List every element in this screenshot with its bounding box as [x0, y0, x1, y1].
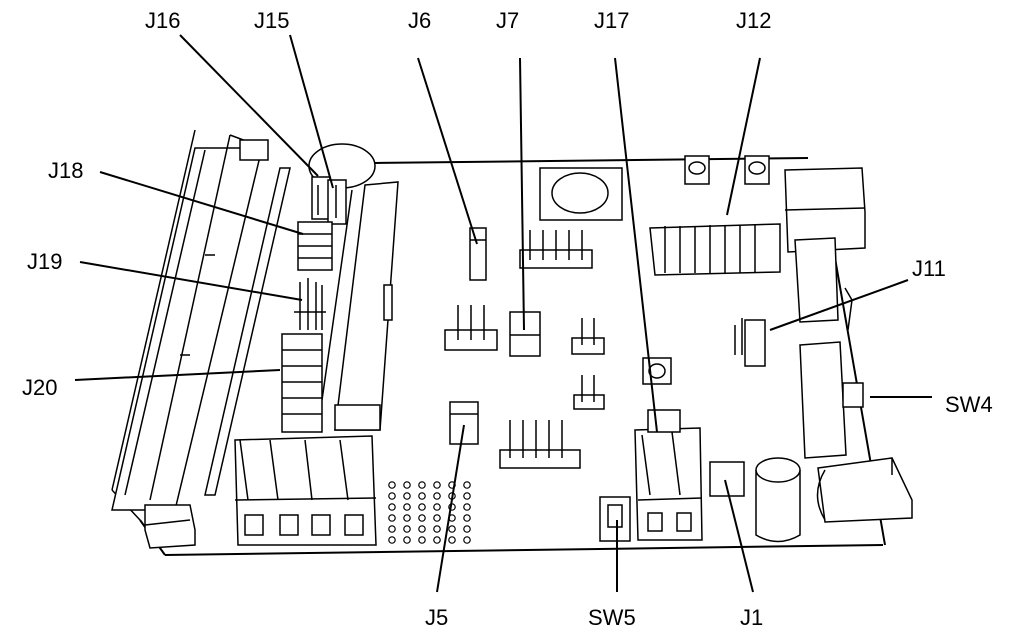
- header-2pin-a: [571, 318, 605, 355]
- matrix-hole: [418, 481, 426, 489]
- matrix-hole: [388, 481, 396, 489]
- matrix-hole: [463, 481, 471, 489]
- edge-connector-left: [111, 134, 291, 549]
- j7-box: [509, 311, 541, 357]
- square-button-component: [539, 167, 623, 221]
- header-5pin-bottom: [499, 420, 581, 469]
- matrix-hole: [433, 492, 441, 500]
- matrix-hole: [403, 492, 411, 500]
- matrix-hole: [388, 503, 396, 511]
- matrix-hole: [463, 536, 471, 544]
- matrix-hole: [463, 525, 471, 533]
- label-sw5: SW5: [588, 605, 636, 630]
- label-j6: J6: [408, 8, 431, 33]
- label-j7: J7: [496, 8, 519, 33]
- matrix-hole: [403, 481, 411, 489]
- label-j19: J19: [27, 249, 62, 274]
- header-3pin-left: [444, 305, 498, 351]
- bottom-left-connector: [234, 435, 377, 546]
- matrix-hole: [418, 492, 426, 500]
- j6-header: [469, 227, 487, 281]
- label-j1: J1: [740, 605, 763, 630]
- matrix-hole: [418, 536, 426, 544]
- j18-block: [297, 221, 333, 271]
- matrix-hole: [448, 525, 456, 533]
- right-column-components: [794, 237, 864, 459]
- matrix-hole: [463, 503, 471, 511]
- label-j15: J15: [254, 8, 289, 33]
- labels: J16 J15 J6 J7 J17 J12 J18 J19 J11 J20 SW…: [22, 8, 993, 630]
- matrix-hole: [403, 514, 411, 522]
- header-2pin-b: [573, 375, 605, 410]
- dc-jack: [816, 457, 913, 523]
- matrix-hole: [433, 525, 441, 533]
- matrix-hole: [463, 492, 471, 500]
- matrix-hole: [388, 525, 396, 533]
- matrix-hole: [403, 503, 411, 511]
- leader-lines: [74, 34, 932, 593]
- j20-block: [281, 333, 323, 433]
- j19-pins: [294, 278, 326, 330]
- matrix-hole: [403, 525, 411, 533]
- label-sw4: SW4: [945, 392, 993, 417]
- capacitor: [755, 457, 801, 543]
- matrix-hole: [418, 503, 426, 511]
- edge-connector-middle: [321, 181, 399, 431]
- matrix-hole: [403, 536, 411, 544]
- matrix-hole: [463, 514, 471, 522]
- label-j17: J17: [594, 8, 629, 33]
- matrix-hole: [433, 536, 441, 544]
- j11-header: [734, 318, 766, 367]
- label-j12: J12: [736, 8, 771, 33]
- matrix-hole: [448, 536, 456, 544]
- dot-matrix: [388, 481, 471, 544]
- j15-j16-header: [311, 176, 347, 225]
- j12-block: [649, 155, 781, 276]
- matrix-hole: [388, 536, 396, 544]
- matrix-hole: [433, 503, 441, 511]
- label-j11: J11: [912, 256, 946, 281]
- j17-connector: [634, 409, 703, 541]
- label-j16: J16: [145, 8, 180, 33]
- usb-connector: [784, 167, 866, 253]
- matrix-hole: [418, 525, 426, 533]
- header-5pin-top: [519, 230, 593, 269]
- j5-block: [449, 401, 479, 445]
- matrix-hole: [388, 492, 396, 500]
- sw5-switch: [599, 496, 631, 542]
- matrix-hole: [388, 514, 396, 522]
- matrix-hole: [418, 514, 426, 522]
- label-j5: J5: [425, 605, 448, 630]
- label-j18: J18: [48, 158, 83, 183]
- label-j20: J20: [22, 375, 57, 400]
- matrix-hole: [433, 514, 441, 522]
- matrix-hole: [433, 481, 441, 489]
- j17-trimmer: [642, 357, 672, 385]
